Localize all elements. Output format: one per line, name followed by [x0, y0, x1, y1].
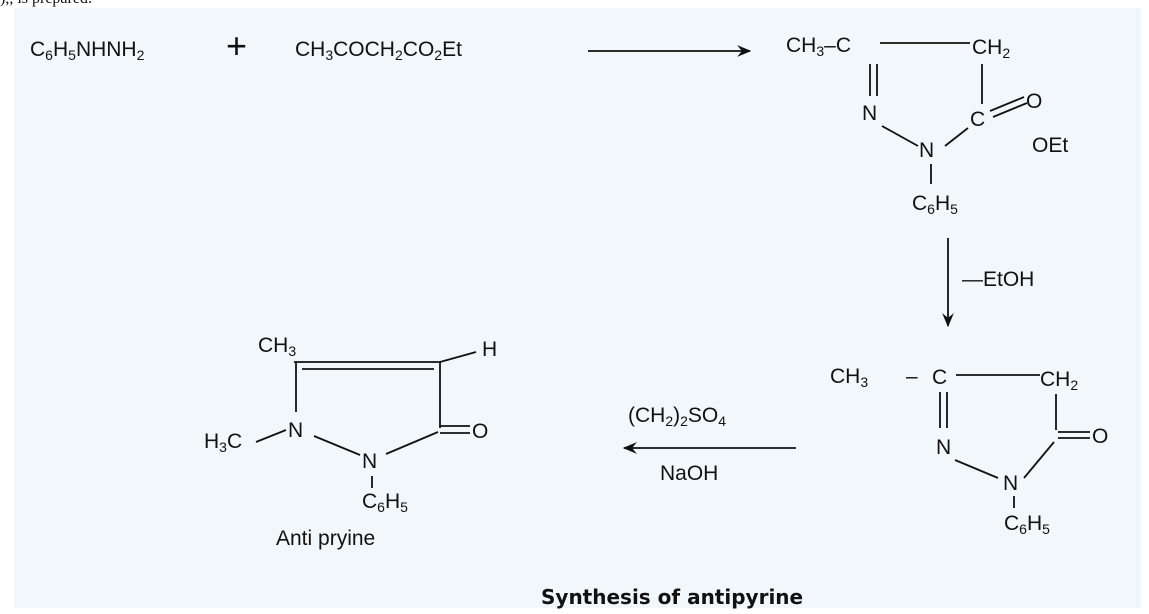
int2-o: O [1092, 425, 1108, 448]
int2-ch3: CH3 [830, 365, 868, 390]
int2-c: C [932, 366, 947, 389]
int2-n-left: N [936, 436, 951, 459]
step2-reagent-bottom: NaOH [660, 462, 718, 485]
reactant-phenylhydrazine: C6H5NHNH2 [30, 38, 145, 63]
int2-ch2: CH2 [1040, 368, 1078, 393]
intermediate-2: CH3 – C CH2 N O N C6H5 [830, 365, 1108, 537]
prod-c6h5: C6H5 [362, 490, 408, 515]
int2-dash: – [906, 365, 918, 388]
figure-caption: Synthesis of antipyrine [541, 585, 803, 609]
step1-reagent-etoh: —EtOH [962, 268, 1034, 291]
int2-c6h5: C6H5 [1004, 512, 1050, 537]
cropped-text-fragment: ),, is prepared. [0, 0, 92, 8]
int1-oet: OEt [1032, 134, 1068, 157]
prod-h: H [482, 338, 497, 361]
product-name: Anti pryine [276, 527, 375, 550]
int1-n-left: N [862, 102, 877, 125]
reactant-ethyl-acetoacetate: CH3COCH2CO2Et [295, 38, 462, 63]
int1-ch2: CH2 [972, 36, 1010, 61]
prod-n2: N [362, 450, 377, 473]
intermediate-1: CH3–C CH2 N C O OEt N C6H5 [786, 34, 1068, 217]
int2-n-bottom: N [1003, 472, 1018, 495]
int1-c6h5: C6H5 [912, 192, 958, 217]
prod-ch3: CH3 [258, 334, 296, 359]
plus-sign: + [226, 25, 247, 66]
int1-o: O [1026, 90, 1042, 113]
int1-n-bottom: N [919, 139, 934, 162]
prod-h3c: H3C [204, 430, 242, 455]
prod-o: O [472, 420, 488, 443]
product-antipyrine: CH3 H N H3C O N C6H5 Anti pryine [204, 334, 497, 550]
diagram-background [14, 8, 1141, 608]
int1-c-carbonyl: C [970, 108, 985, 131]
prod-n1: N [288, 419, 303, 442]
int1-ch3c: CH3–C [786, 34, 851, 59]
step2-reagent-top: (CH2)2SO4 [628, 404, 726, 429]
